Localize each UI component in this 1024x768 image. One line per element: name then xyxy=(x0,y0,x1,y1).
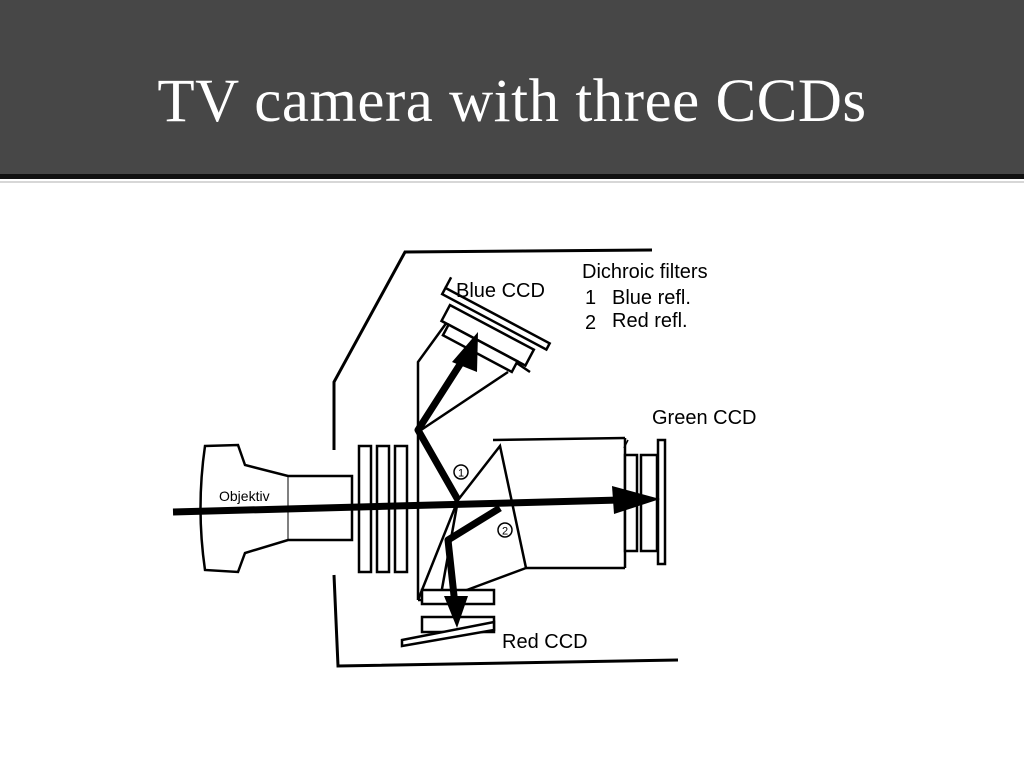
title-bar xyxy=(0,0,1024,174)
ray-arrowheads xyxy=(444,332,660,628)
red-ccd-label: Red CCD xyxy=(502,631,588,653)
filter1-label: Blue refl. xyxy=(612,287,691,309)
filter-marker-1: 1 xyxy=(453,464,469,480)
title-divider xyxy=(0,174,1024,179)
svg-text:1: 1 xyxy=(458,468,464,480)
camera-housing-lower xyxy=(332,574,679,668)
filter-marker-2: 2 xyxy=(497,522,513,538)
blue-ccd-label: Blue CCD xyxy=(456,280,545,302)
filter2-label: Red refl. xyxy=(612,310,688,332)
camera-housing xyxy=(332,248,653,450)
filter1-number: 1 xyxy=(585,287,596,309)
green-ccd-label: Green CCD xyxy=(652,407,756,429)
slide-title: TV camera with three CCDs xyxy=(157,68,867,135)
filter2-number: 2 xyxy=(585,312,596,334)
objektiv-label: Objektiv xyxy=(219,488,270,504)
blue-ccd-sensor xyxy=(439,276,552,374)
title-divider-thin xyxy=(0,181,1024,183)
dichroic-filters-label: Dichroic filters xyxy=(582,261,708,283)
svg-text:2: 2 xyxy=(502,526,508,538)
light-rays xyxy=(172,353,621,606)
